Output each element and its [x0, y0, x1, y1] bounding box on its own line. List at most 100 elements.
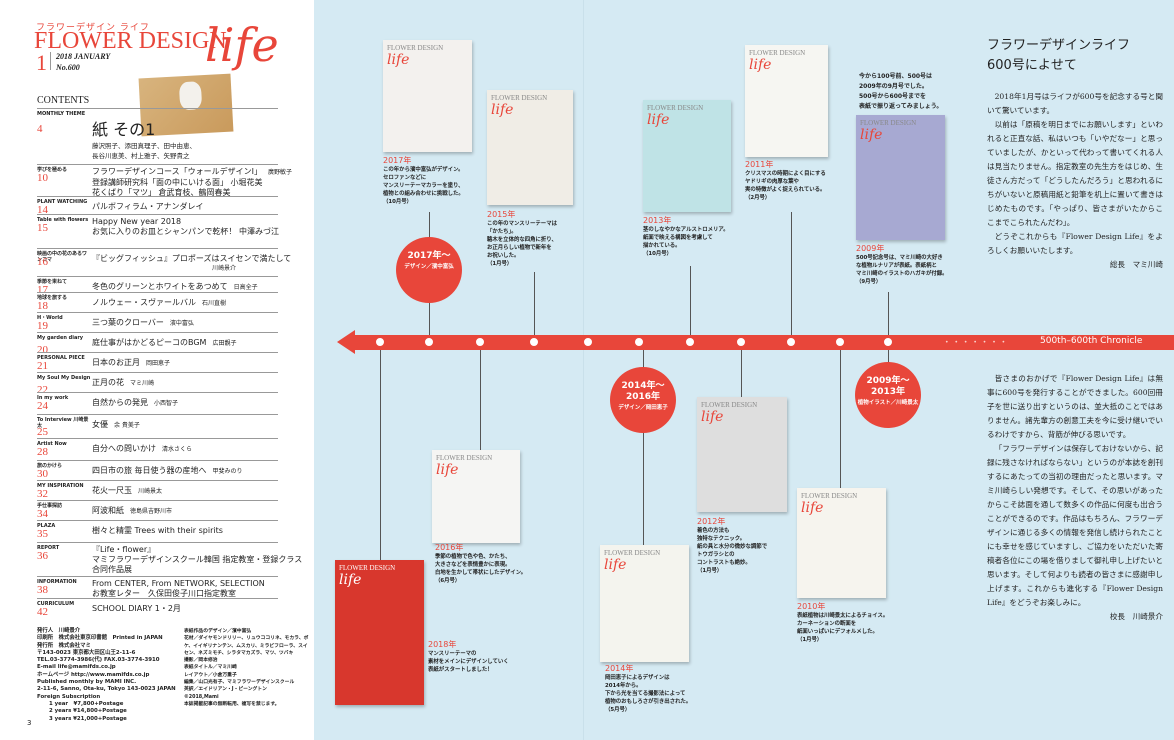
toc-title: 自分への問いかけ清水さくら [92, 443, 192, 455]
author: 小西智子 [154, 400, 179, 407]
page-ref: 4 [37, 123, 43, 135]
paragraph: 2018年1月号はライフが600号を記念する号と聞いて驚いています。 [987, 92, 1163, 115]
entry-year: 2017年 [383, 156, 412, 165]
title-text: 女優 [92, 420, 108, 429]
entry-line: 紙面いっぱいにデフォルメした。 [797, 629, 878, 635]
page-ref: 15 [37, 222, 48, 234]
connector-line [380, 350, 381, 560]
era-years: 2017年～ [407, 251, 451, 261]
entry-line: 季節の植物で色や色、かたち、 [435, 554, 511, 560]
colophon-line: Published monthly by MAMI INC. [37, 679, 137, 686]
section-label: 学びを極める [37, 167, 68, 173]
page-ref: 10 [37, 172, 48, 184]
entry-line: 紙面で映える構図を考慮して [643, 235, 713, 241]
era-badge: 2014年～2016年デザイン／岡田恵子 [610, 367, 676, 433]
toc-title: 女優余 貴美子 [92, 419, 140, 431]
title-text: 『Life・flower』 [92, 545, 156, 554]
entry-line: 駱木を立体的な四角に折り、 [487, 237, 557, 243]
timeline-dot [474, 336, 486, 348]
era-designer: デザイン／濱中富弘 [404, 264, 454, 270]
page-ref: 21 [37, 360, 48, 372]
section-label: Artist Now [37, 441, 67, 447]
title-line: お気に入りのお皿とシャンパンで乾杯！ 中澤みづ江 [92, 227, 279, 236]
title-text: フラワーデザインコース「ウォールデザインⅠ」 [92, 167, 262, 176]
colophon-line: 3 years ¥21,000+Postage [49, 715, 127, 722]
timeline-dot [834, 336, 846, 348]
entry-year: 2018年 [428, 640, 457, 649]
timeline-dot [423, 336, 435, 348]
page-ref: 25 [37, 426, 48, 438]
title-line: 花くばり「マツ」 倉武育枝、鶴岡春美 [92, 188, 231, 197]
entry-line: 描かれている。 [643, 243, 681, 249]
section-label: REPORT [37, 545, 60, 551]
connector-line [480, 350, 481, 450]
era-badge: 2009年～2013年植物イラスト／川崎景太 [855, 362, 921, 428]
dotted-decoration: • • • • • • • [945, 339, 1008, 346]
timeline-dot [735, 336, 747, 348]
title-line: マミフラワーデザインスクール韓国 指定教室・登録クラス [92, 555, 303, 564]
toc-title: 『ビッグフィッシュ』プロポーズはスイセンで満たして川崎景介 [92, 253, 291, 274]
contents-heading: CONTENTS [37, 95, 90, 106]
page-ref: 18 [37, 300, 48, 312]
page-ref: 30 [37, 468, 48, 480]
section-label: 旅のかけら [37, 463, 63, 469]
timeline-entry: 2011年クリスマスの時期によく目にするヤドリギの肉厚な葉や実の特徴がよく捉えら… [745, 160, 826, 202]
title-line: 合同作品展 [92, 565, 132, 574]
connector-line [643, 350, 644, 545]
toc-title: 冬色のグリーンとホワイトをあつめて日高全子 [92, 281, 258, 293]
cover-logo: life [436, 462, 459, 478]
intro-line: 今から100号前、500号は [859, 73, 933, 80]
cover-masthead: FLOWER DESIGN [647, 104, 704, 112]
contents-page: フラワーデザイン ライフ FLOWER DESIGN life 1 2018 J… [0, 0, 314, 740]
entry-line: この年のマンスリーテーマは [487, 221, 557, 227]
entry-line: マミ川崎のイラストのハガキが付録。 [856, 271, 948, 277]
entry-line: 植物との組み合わせに挑戦した。 [383, 191, 464, 197]
chronicle-title: 500th–600th Chronicle [1040, 336, 1143, 346]
timeline-dot [374, 336, 386, 348]
timeline-entry: 2012年着色の方法も独特なテクニック。紙の具と水分の微妙な調節でトウガラシとの… [697, 517, 767, 575]
cover-masthead: FLOWER DESIGN [436, 454, 493, 462]
colophon-line: Foreign Subscription [37, 693, 101, 700]
entry-line: （1月号） [487, 261, 513, 267]
author: 清水さくら [162, 446, 193, 453]
timeline-entry: 2013年茎のしなやかなアルストロメリア。紙面で映える構図を考慮して描かれている… [643, 216, 729, 258]
author: 廣野敏子 [267, 169, 292, 176]
title-text: Happy New year 2018 [92, 217, 182, 226]
colophon-line: 1 year ¥7,800+Postage [49, 700, 124, 707]
section-label: To Interview 川崎景太 [37, 417, 89, 429]
cover-masthead: FLOWER DESIGN [339, 564, 396, 572]
page-ref: 19 [37, 320, 48, 332]
timeline-dot [882, 336, 894, 348]
cover-logo: life [647, 112, 670, 128]
section-label: H・World [37, 315, 63, 321]
era-badge: 2017年～ デザイン／濱中富弘 [396, 237, 462, 303]
arrow-left-icon [337, 330, 355, 354]
section-label: MONTHLY THEME [37, 111, 86, 117]
entry-line: カーネーションの断面を [797, 621, 857, 627]
credit-line: 本誌掲載記事の無断転用、複写を禁じます。 [184, 701, 280, 707]
entry-year: 2012年 [697, 517, 726, 526]
